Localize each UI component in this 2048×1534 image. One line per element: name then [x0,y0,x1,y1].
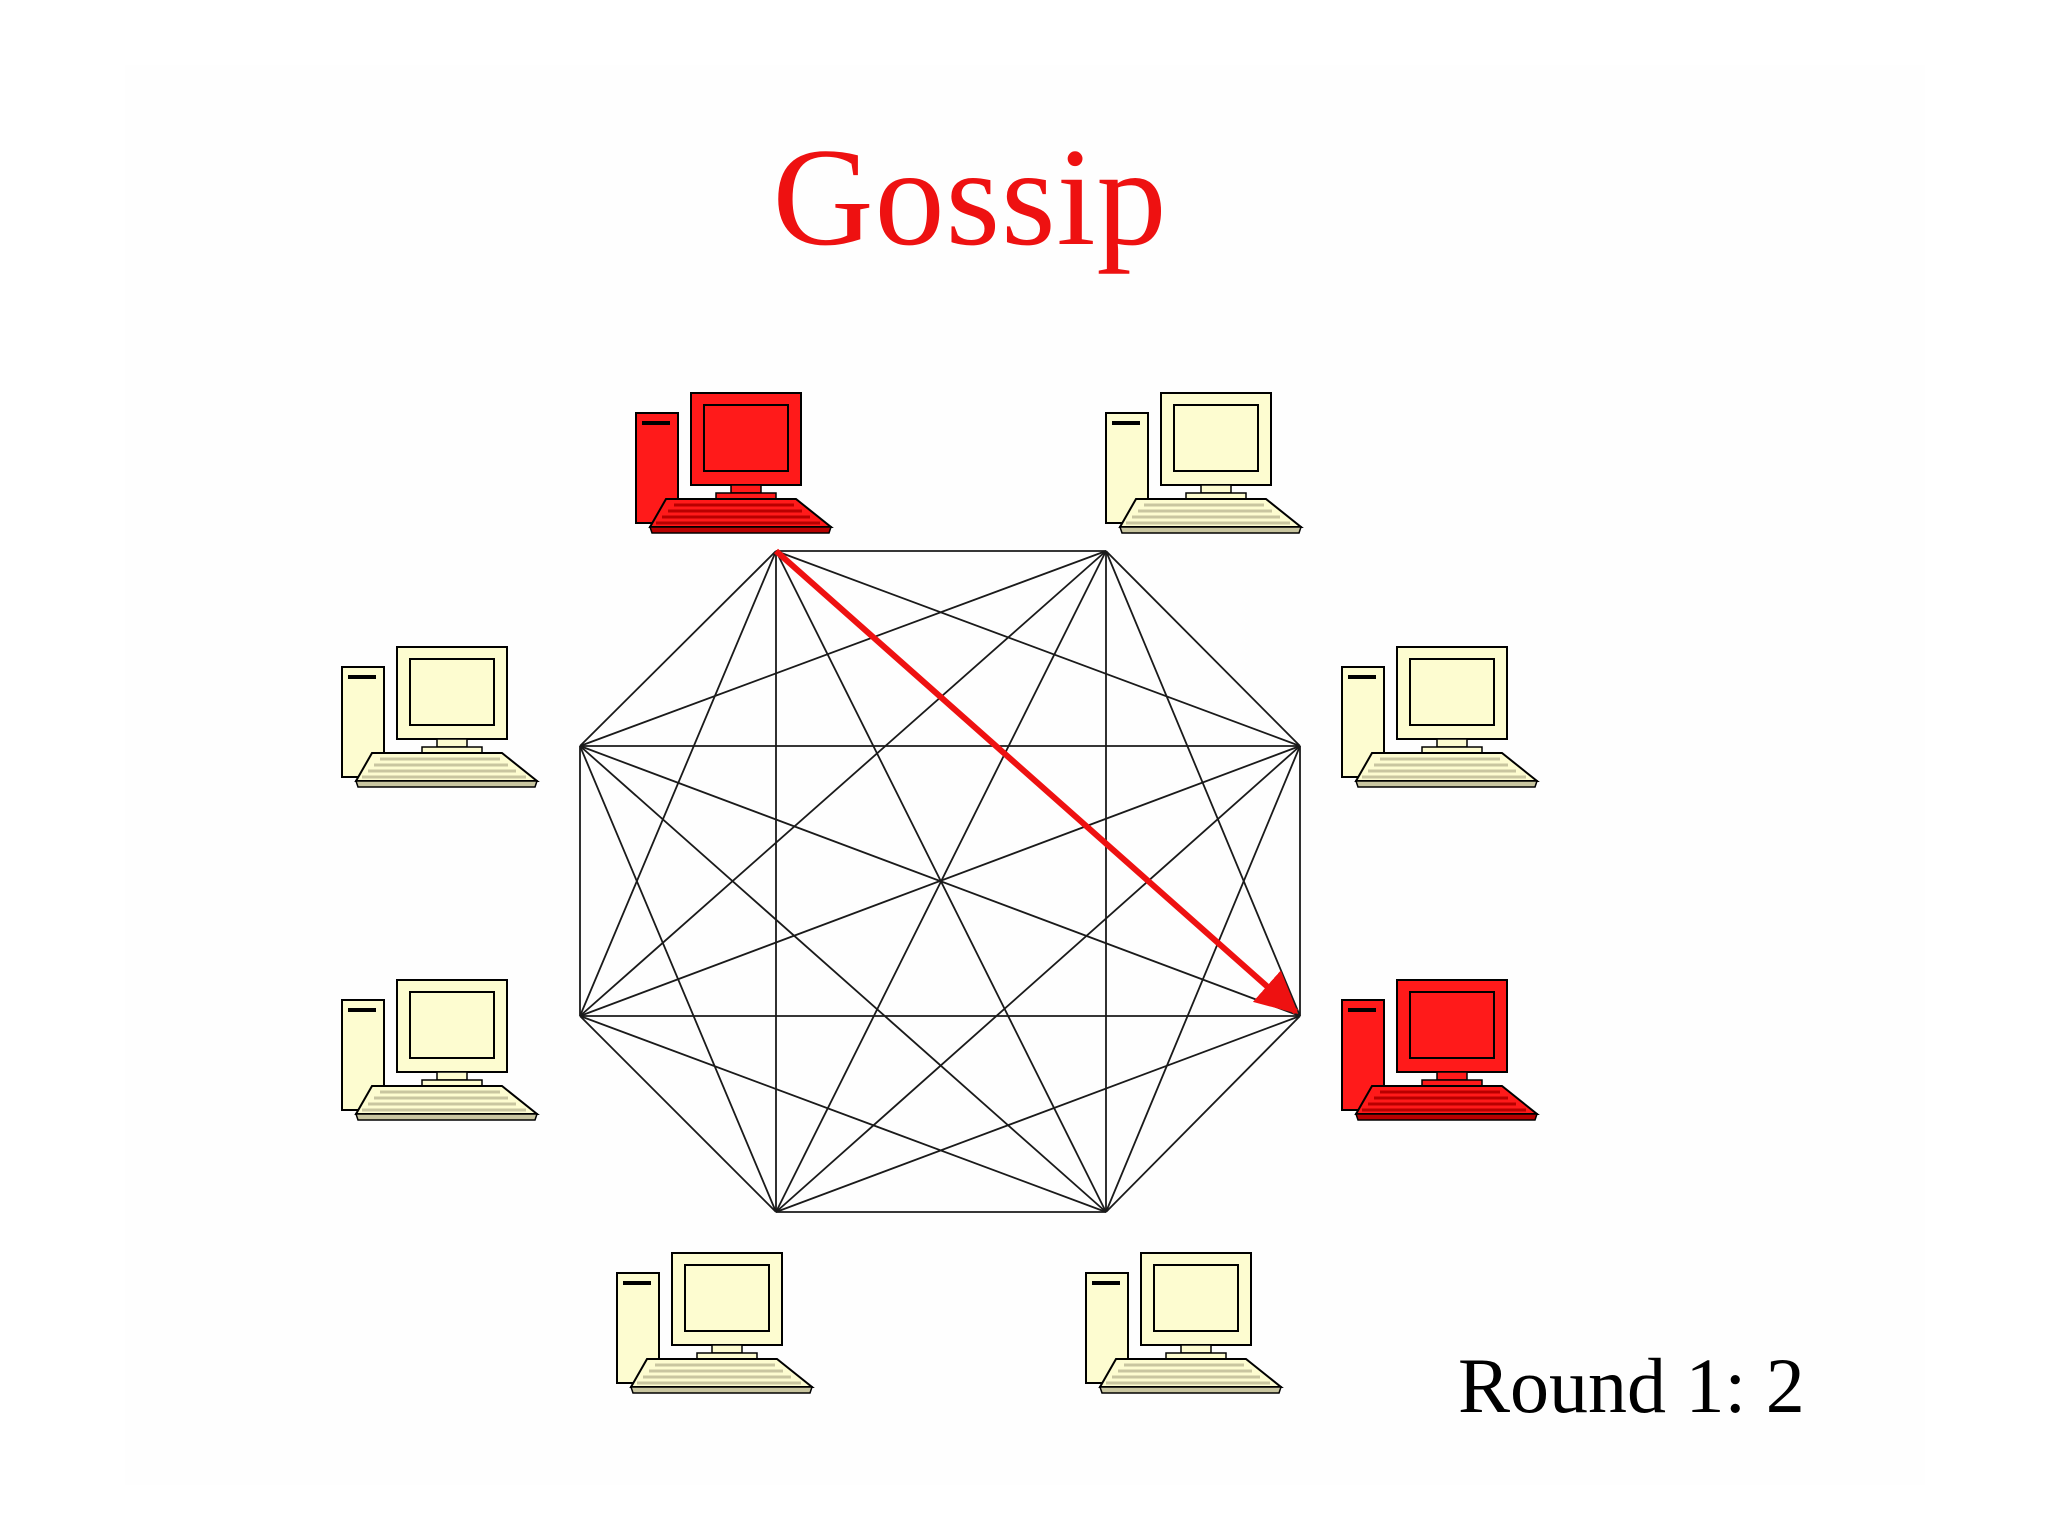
edge-top-left-left-upper [579,550,777,747]
edge-top-right-left-upper [579,550,1107,747]
computer-icon-bottom-left [616,1252,815,1394]
computer-icon-left-lower [341,979,540,1121]
network-edges [579,550,1301,1213]
slide-title: Gossip [772,120,1168,275]
gossip-message-arrow [774,548,1299,1015]
computer-icon-right-lower [1341,979,1540,1121]
message-arrow [774,548,1299,1015]
round-label: Round 1: 2 [1458,1342,1805,1429]
edge-bottom-left-left-lower [579,1015,777,1213]
computer-icon-top-right [1105,392,1304,534]
edge-top-left-right-upper [775,550,1301,747]
edge-top-right-right-upper [1105,550,1301,747]
edge-bottom-right-left-upper [579,745,1107,1213]
computer-icon-left-upper [341,646,540,788]
edge-top-right-left-lower [579,550,1107,1017]
edge-top-right-right-lower [1105,550,1301,1017]
edge-bottom-right-left-lower [579,1015,1107,1213]
computer-icon-top-left [635,392,834,534]
edge-right-upper-bottom-left [775,745,1301,1213]
computer-nodes [341,392,1540,1394]
computer-icon-right-upper [1341,646,1540,788]
edge-right-lower-bottom-right [1105,1015,1301,1213]
edge-bottom-left-left-upper [579,745,777,1213]
edge-right-lower-left-upper [579,745,1301,1017]
computer-icon-bottom-right [1085,1252,1284,1394]
edge-right-lower-bottom-left [775,1015,1301,1213]
